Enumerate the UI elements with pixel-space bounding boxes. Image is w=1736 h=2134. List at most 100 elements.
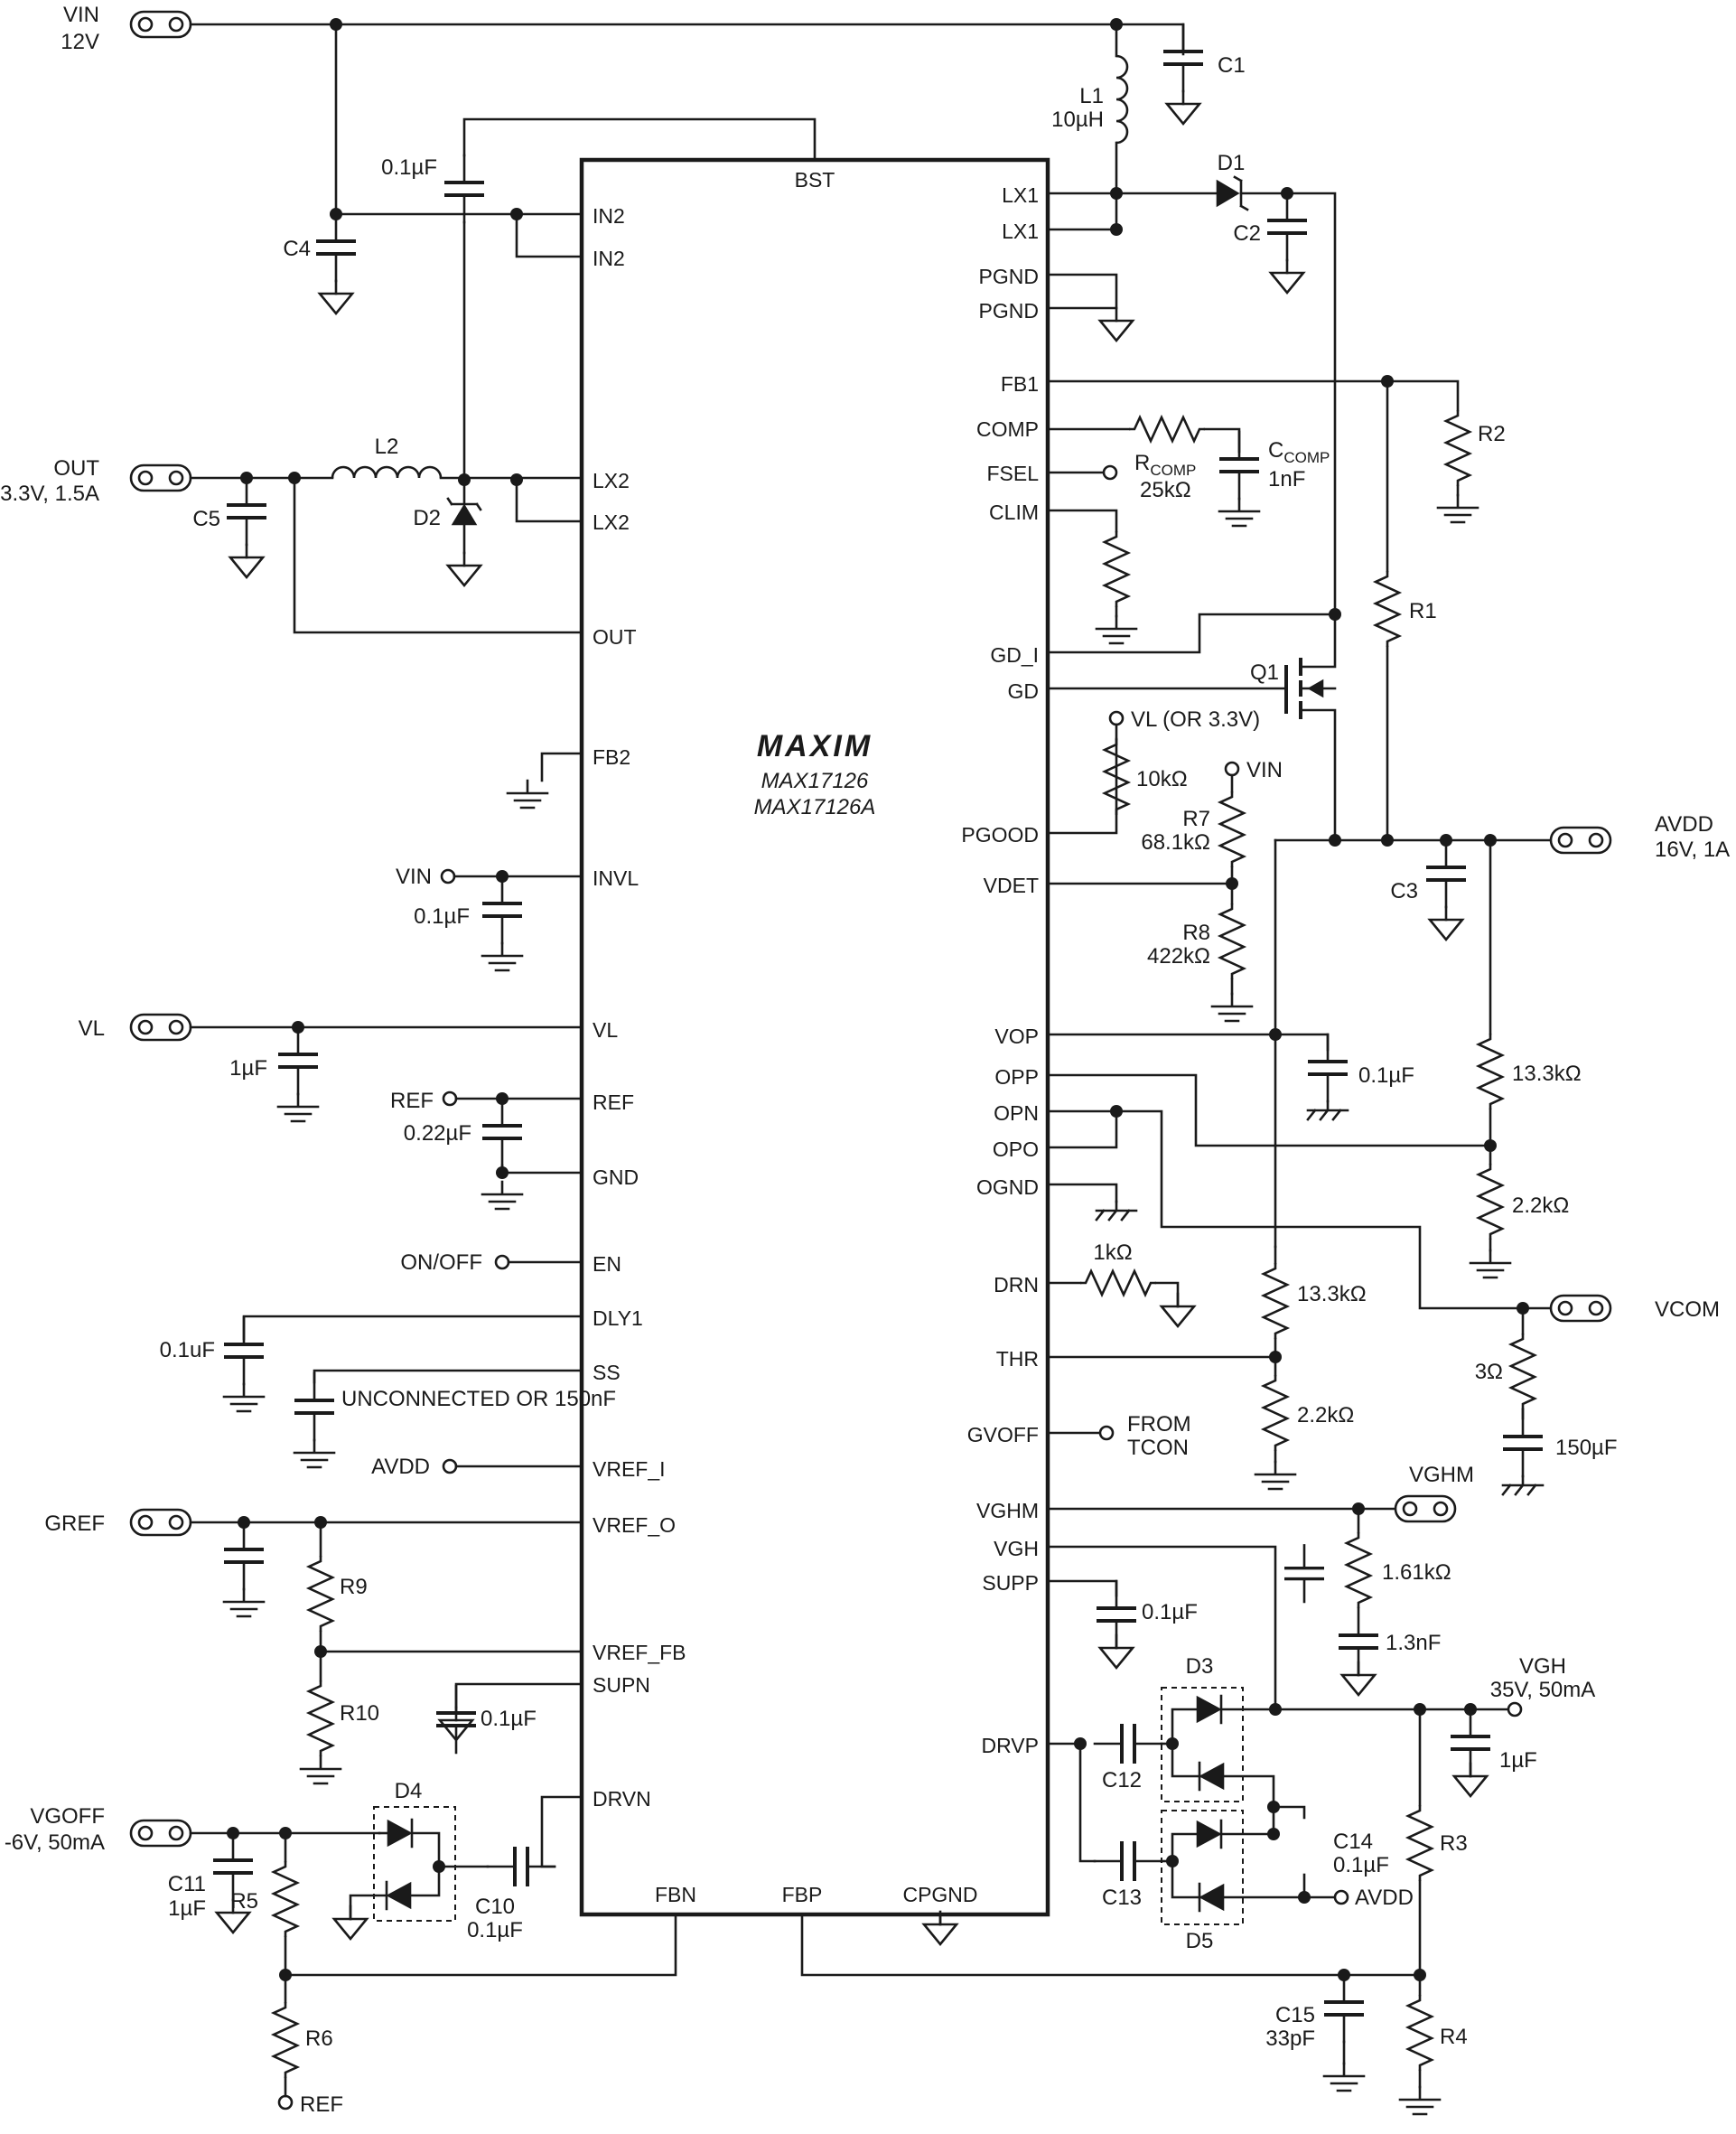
pin-out: OUT [593,625,637,649]
out-value: 3.3V, 1.5A [0,482,99,506]
r8-value: 422kΩ [1147,944,1210,969]
pin-opo: OPO [993,1137,1039,1161]
q1-label: Q1 [1250,660,1279,685]
ref-node[interactable] [442,1090,458,1107]
vin-value: 12V [61,30,99,54]
boost-feedback-switch: R2 R1 RCOMP 25kΩ CCOMP 1nF Q1 [1046,375,1506,842]
vref-i-node-label: AVDD [371,1455,430,1479]
pin-lx2: LX2 [593,510,630,534]
pin-vref-fb: VREF_FB [593,1641,686,1664]
c11-value: 1µF [168,1896,206,1921]
cbst-value: 0.1µF [381,155,437,180]
pin-in2: IN2 [593,204,625,228]
avdd-terminal[interactable] [1549,826,1612,855]
pin-in2: IN2 [593,247,625,270]
vl-terminal[interactable] [129,1013,192,1042]
gref-label: GREF [44,1512,105,1536]
vref-i-node[interactable] [442,1458,458,1474]
pin-pgnd: PGND [979,265,1039,288]
avdd-value: 16V, 1A [1655,838,1730,862]
gref-terminal[interactable] [129,1508,192,1537]
r10-label: R10 [340,1701,379,1726]
c11-label: C11 [168,1872,206,1896]
pin-ognd: OGND [976,1175,1039,1199]
fsel-node[interactable] [1102,464,1118,481]
avdd-c14-node[interactable] [1333,1889,1349,1905]
vghm-cap-value: 1.3nF [1386,1631,1441,1655]
vgoff-label: VGOFF [30,1804,105,1829]
ss-cap-value: UNCONNECTED OR 150nF [341,1387,616,1411]
avdd-output-detect: VL (OR 3.3V) 10kΩ VIN R7 68.1kΩ R8 422kΩ… [1046,707,1730,1249]
gvoff-node[interactable] [1098,1425,1115,1441]
ccomp-label: CCOMP [1268,438,1330,466]
pin-fbp: FBP [782,1883,823,1906]
pin-vref-i: VREF_I [593,1457,666,1481]
r6-ref-label: REF [300,2092,343,2117]
vcom-buffer: 0.1µF 13.3kΩ 2.2kΩ VCOM 3Ω 150µF 1kΩ 13.… [1046,838,1720,1496]
vcom-res-value: 3Ω [1475,1360,1503,1384]
pin-clim: CLIM [989,501,1039,524]
pin-supp: SUPP [982,1571,1039,1595]
opp-rtop-value: 13.3kΩ [1512,1062,1582,1086]
l2-label: L2 [375,435,399,459]
rcomp-label: RCOMP [1134,451,1196,479]
ic-left-pin-labels: IN2 IN2 LX2 LX2 OUT FB2 INVL VL REF GND … [593,204,686,1811]
en-node-label: ON/OFF [400,1250,482,1275]
ic-right-pin-labels: LX1 LX1 PGND PGND FB1 COMP FSEL CLIM GD_… [961,183,1039,1757]
pin-gd: GD [1008,679,1040,703]
vcom-terminal[interactable] [1549,1294,1612,1323]
pin-ref: REF [593,1090,634,1114]
part-number: MAX17126 [761,769,869,793]
c13-label: C13 [1102,1886,1142,1910]
out-label: OUT [53,456,99,481]
ic-top-bottom-pin-labels: BST FBN FBP CPGND [655,168,978,1906]
out-terminal[interactable] [129,463,192,492]
pin-comp: COMP [976,417,1039,441]
buck-output-stage: OUT 3.3V, 1.5A C5 L2 D2 [0,435,583,810]
c14-value: 0.1µF [1333,1853,1389,1877]
pin-pgnd: PGND [979,299,1039,323]
r4-label: R4 [1440,2025,1468,2049]
r6-ref-node[interactable] [277,2094,294,2111]
vghm-terminal[interactable] [1394,1494,1457,1523]
gvoff-tcon-label: TCON [1127,1436,1189,1460]
c2-label: C2 [1233,221,1261,246]
pin-vop: VOP [994,1025,1039,1048]
c15-value: 33pF [1265,2026,1315,2051]
invl-vin-node[interactable] [440,868,456,884]
pin-fbn: FBN [655,1883,696,1906]
pin-drn: DRN [994,1273,1039,1296]
opp-rbot-value: 2.2kΩ [1512,1193,1569,1218]
en-node[interactable] [494,1254,510,1270]
vin-r7-label: VIN [1246,758,1283,782]
pin-vdet: VDET [984,874,1039,897]
r1-label: R1 [1409,599,1437,623]
vgoff-value: -6V, 50mA [5,1830,105,1855]
vgh-output-node[interactable] [1507,1701,1523,1717]
c1-label: C1 [1218,53,1246,78]
pin-lx1: LX1 [1002,220,1039,243]
r9-label: R9 [340,1575,368,1599]
r8-label: R8 [1182,921,1210,945]
pin-gd-i: GD_I [990,643,1039,667]
r7-value: 68.1kΩ [1141,830,1210,855]
pin-fb2: FB2 [593,745,630,769]
vin-terminal[interactable] [129,10,192,39]
gvoff-from-label: FROM [1127,1412,1191,1437]
r5-label: R5 [230,1889,258,1914]
vl-label: VL [79,1016,105,1041]
supp-cap-value: 0.1µF [1142,1600,1198,1624]
drn-res-value: 1kΩ [1093,1240,1132,1265]
vgh-out-value: 35V, 50mA [1490,1678,1596,1702]
vl-pgood-node[interactable] [1108,710,1125,726]
pin-ss: SS [593,1361,621,1384]
vgoff-terminal[interactable] [129,1819,192,1848]
vin-r7-node[interactable] [1224,761,1240,777]
vl-cap-value: 1µF [229,1056,267,1081]
vin-boost-input: VIN 12V C4 C1 L1 10µH D1 C2 0.1µF [61,3,1337,616]
pin-invl: INVL [593,866,639,890]
r2-label: R2 [1478,422,1506,446]
vgh-cap-value: 1µF [1499,1748,1537,1773]
pin-vghm: VGHM [976,1499,1039,1522]
